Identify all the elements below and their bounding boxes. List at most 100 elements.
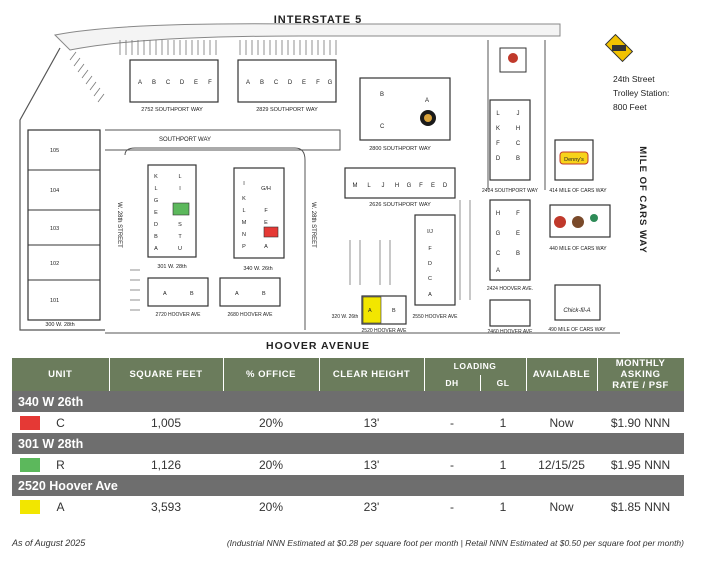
svg-text:I: I — [243, 181, 245, 187]
svg-text:J: J — [382, 183, 385, 189]
svg-text:104: 104 — [50, 188, 59, 194]
svg-text:F: F — [316, 80, 320, 86]
svg-text:D: D — [428, 261, 432, 267]
table-row: A 3,593 20% 23' - 1 Now $1.85 NNN — [12, 496, 684, 517]
svg-text:M: M — [242, 220, 247, 226]
rate-cell: $1.85 NNN — [610, 499, 671, 514]
svg-text:101: 101 — [50, 298, 59, 304]
svg-text:105: 105 — [50, 148, 59, 154]
rate-cell: $1.90 NNN — [610, 415, 671, 430]
svg-text:E: E — [154, 210, 158, 216]
svg-text:G/H: G/H — [261, 186, 271, 192]
label-2752-southport: 2752 SOUTHPORT WAY — [141, 107, 203, 113]
header-sqft: SQUARE FEET — [109, 358, 224, 391]
trolley-sign — [604, 33, 634, 63]
svg-text:E: E — [516, 231, 520, 237]
label-2550-hoover: 2550 HOOVER AVE — [413, 314, 459, 320]
trolley-line1: 24th Street — [613, 74, 655, 84]
street-left-label: W. 28th STREET — [116, 202, 122, 248]
svg-text:C: C — [428, 276, 432, 282]
svg-text:H: H — [496, 211, 500, 217]
svg-text:I/J: I/J — [427, 229, 433, 235]
unit-2800-b: B — [380, 92, 384, 98]
group-row-340: 340 W 26th — [12, 391, 685, 412]
unit-2800-a: A — [425, 98, 429, 104]
svg-text:B: B — [154, 234, 158, 240]
svg-text:F: F — [428, 246, 432, 252]
svg-text:102: 102 — [50, 261, 59, 267]
label-414-mile: 414 MILE OF CARS WAY — [549, 188, 607, 194]
svg-text:U: U — [178, 246, 182, 252]
trolley-line3: 800 Feet — [613, 102, 647, 112]
svg-text:A: A — [154, 246, 158, 252]
available-cell: 12/15/25 — [538, 457, 585, 472]
mile-of-cars-label: MILE OF CARS WAY — [637, 146, 648, 254]
table-subheader-row: DH GL — [12, 374, 684, 391]
svg-text:103: 103 — [50, 226, 59, 232]
building-300-w28th — [27, 129, 101, 321]
unit-340-c-highlight — [263, 226, 279, 238]
header-rate-line2: RATE / PSF — [612, 380, 669, 391]
unit-2720-b: B — [190, 291, 194, 297]
chick-logo-text: Chick-fil-A — [563, 308, 590, 314]
svg-text:T: T — [178, 234, 182, 240]
label-2680-hoover: 2680 HOOVER AVE — [228, 312, 274, 318]
label-490-mile: 490 MILE OF CARS WAY — [548, 327, 606, 333]
svg-text:D: D — [154, 222, 158, 228]
tenant-logo-ne — [508, 53, 518, 63]
header-rate-line1: MONTHLY ASKING — [615, 358, 666, 380]
unit-letter: C — [56, 415, 65, 430]
header-available: AVAILABLE — [526, 358, 598, 391]
southport-way-road — [105, 129, 341, 151]
table-header-row: UNIT SQUARE FEET % OFFICE CLEAR HEIGHT L… — [12, 358, 685, 391]
suites-left: 105 104 103 102 101 — [50, 148, 59, 304]
svg-text:A: A — [496, 268, 500, 274]
unit-2720-a: A — [163, 291, 167, 297]
svg-text:A: A — [428, 292, 432, 298]
svg-text:B: B — [516, 251, 520, 257]
svg-text:E: E — [302, 80, 306, 86]
gl-cell: 1 — [499, 499, 507, 514]
unit-2680-a: A — [235, 291, 239, 297]
svg-text:K: K — [496, 126, 500, 132]
available-cell: Now — [549, 415, 574, 430]
label-2424-hoover: 2424 HOOVER AVE. — [487, 286, 533, 292]
office-cell: 20% — [258, 415, 284, 430]
dennys-text: Denny's — [564, 157, 584, 163]
dh-cell: - — [450, 415, 454, 430]
svg-text:F: F — [264, 208, 268, 214]
building-2680-hoover — [219, 277, 281, 307]
unit-letter: A — [56, 499, 65, 514]
dh-cell: - — [450, 457, 454, 472]
svg-text:C: C — [166, 80, 171, 86]
unit-cell: A — [12, 496, 109, 517]
tenant-logo-440-c — [590, 214, 598, 222]
header-rate: MONTHLY ASKING RATE / PSF — [597, 358, 685, 391]
group-name: 2520 Hoover Ave — [12, 475, 685, 496]
building-2800-southport — [359, 77, 451, 141]
svg-text:K: K — [242, 196, 246, 202]
unit-cell: C — [12, 412, 109, 433]
svg-text:H: H — [516, 126, 520, 132]
interstate-road — [53, 23, 561, 51]
table-row: C 1,005 20% 13' - 1 Now $1.90 NNN — [12, 412, 684, 433]
building-2550-hoover — [414, 214, 456, 306]
clear-height-cell: 13' — [363, 415, 380, 430]
svg-text:D: D — [496, 156, 501, 162]
svg-text:D: D — [443, 183, 448, 189]
svg-text:F: F — [419, 183, 423, 189]
hoover-avenue-label: HOOVER AVENUE — [266, 340, 370, 352]
trolley-line2: Trolley Station: — [613, 88, 669, 98]
svg-text:C: C — [274, 80, 279, 86]
building-2424-southport — [489, 99, 531, 181]
availability-table: UNIT SQUARE FEET % OFFICE CLEAR HEIGHT L… — [12, 358, 685, 517]
parking-lot-center — [130, 200, 471, 311]
parking-lot-north — [119, 40, 337, 55]
table-row: R 1,126 20% 13' - 1 12/15/25 $1.95 NNN — [12, 454, 684, 475]
svg-text:A: A — [264, 244, 268, 250]
gl-cell: 1 — [499, 457, 507, 472]
svg-text:B: B — [516, 156, 520, 162]
